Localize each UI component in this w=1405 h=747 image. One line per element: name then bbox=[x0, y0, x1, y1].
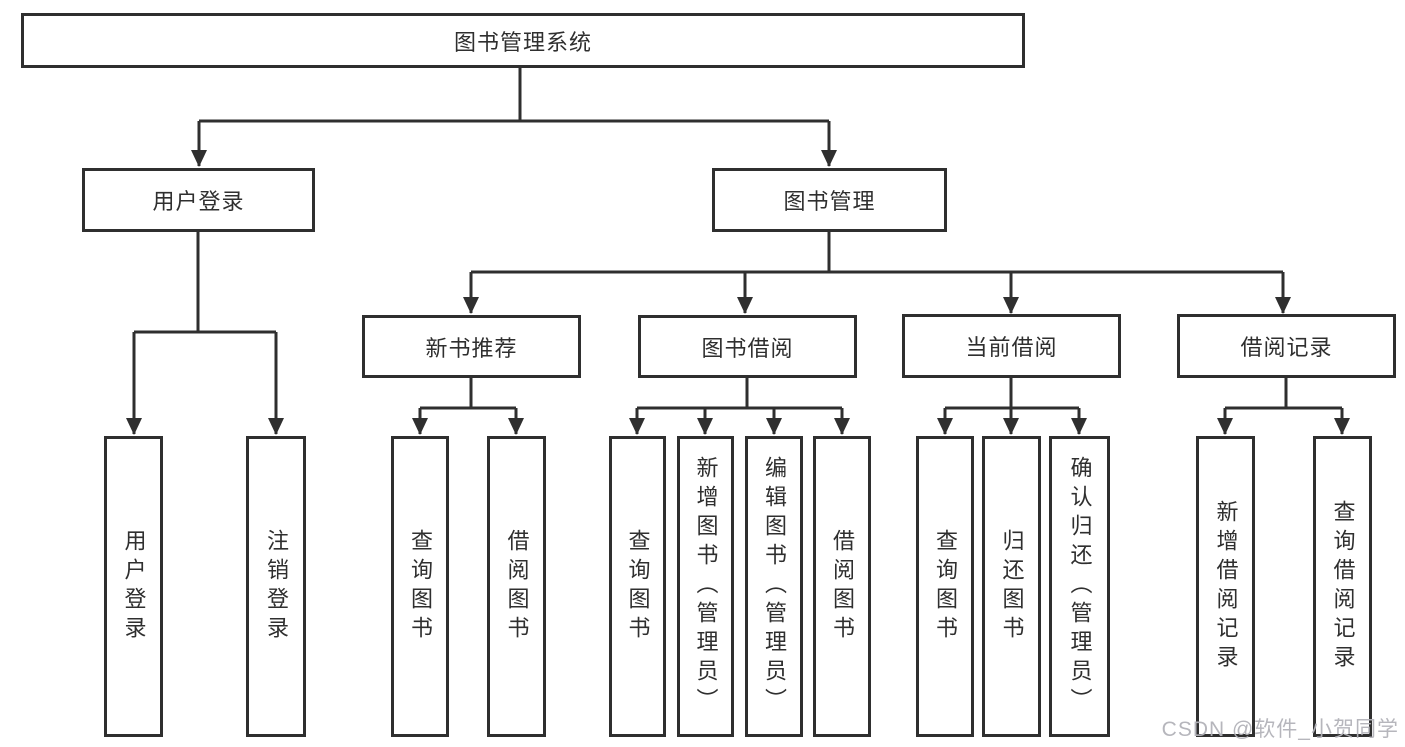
node-label: 编辑图书（管理员） bbox=[762, 456, 787, 717]
node-label: 用户登录 bbox=[152, 189, 245, 214]
node-label: 注销登录 bbox=[264, 528, 289, 645]
node-book-borrowing: 图书借阅 bbox=[638, 315, 857, 378]
node-label: 新增图书（管理员） bbox=[693, 456, 719, 717]
node-label: 新增借阅记录 bbox=[1213, 499, 1239, 674]
node-borrowing-records: 借阅记录 bbox=[1177, 314, 1396, 378]
connector-user-login bbox=[126, 232, 284, 435]
node-book-management: 图书管理 bbox=[712, 168, 947, 232]
node-label: 查询图书 bbox=[408, 528, 433, 645]
leaf-logout: 注销登录 bbox=[246, 436, 306, 737]
node-label: 用户登录 bbox=[121, 528, 147, 645]
node-current-borrowing: 当前借阅 bbox=[902, 314, 1121, 378]
leaf-query-books-3: 查询图书 bbox=[916, 436, 974, 737]
connector-book-management bbox=[463, 232, 1291, 314]
node-label: 图书管理系统 bbox=[453, 29, 592, 55]
connector-borrowing-records bbox=[1217, 378, 1350, 435]
node-label: 借阅记录 bbox=[1240, 335, 1333, 360]
csdn-watermark: CSDN @软件_小贺同学 bbox=[1161, 718, 1399, 741]
leaf-query-books-1: 查询图书 bbox=[391, 436, 449, 737]
leaf-return-books: 归还图书 bbox=[982, 436, 1041, 737]
leaf-add-borrow-record: 新增借阅记录 bbox=[1196, 436, 1255, 737]
node-new-book-recommend: 新书推荐 bbox=[362, 315, 581, 378]
node-label: 当前借阅 bbox=[965, 335, 1058, 360]
leaf-query-books-2: 查询图书 bbox=[609, 436, 666, 737]
leaf-user-login: 用户登录 bbox=[104, 436, 163, 737]
node-label: 查询借阅记录 bbox=[1330, 499, 1356, 674]
node-user-login: 用户登录 bbox=[82, 168, 315, 232]
node-label: 查询图书 bbox=[933, 528, 958, 645]
node-label: 借阅图书 bbox=[504, 528, 530, 645]
leaf-query-borrow-record: 查询借阅记录 bbox=[1313, 436, 1372, 737]
leaf-edit-books-admin: 编辑图书（管理员） bbox=[745, 436, 803, 737]
connector-new-book-recommend bbox=[412, 378, 524, 435]
node-root-library-system: 图书管理系统 bbox=[21, 13, 1025, 68]
node-label: 归还图书 bbox=[999, 528, 1025, 645]
connector-current-borrowing bbox=[937, 378, 1087, 435]
node-label: 图书借阅 bbox=[701, 335, 794, 361]
leaf-add-books-admin: 新增图书（管理员） bbox=[677, 436, 734, 737]
leaf-borrow-books-2: 借阅图书 bbox=[813, 436, 871, 737]
node-label: 确认归还（管理员） bbox=[1067, 456, 1093, 717]
leaf-confirm-return-admin: 确认归还（管理员） bbox=[1049, 436, 1110, 737]
node-label: 图书管理 bbox=[783, 189, 876, 214]
connector-root bbox=[191, 68, 837, 167]
leaf-borrow-books-1: 借阅图书 bbox=[487, 436, 546, 737]
connector-book-borrowing bbox=[629, 378, 850, 435]
node-label: 借阅图书 bbox=[830, 528, 855, 645]
node-label: 查询图书 bbox=[625, 528, 651, 645]
node-label: 新书推荐 bbox=[425, 335, 518, 361]
